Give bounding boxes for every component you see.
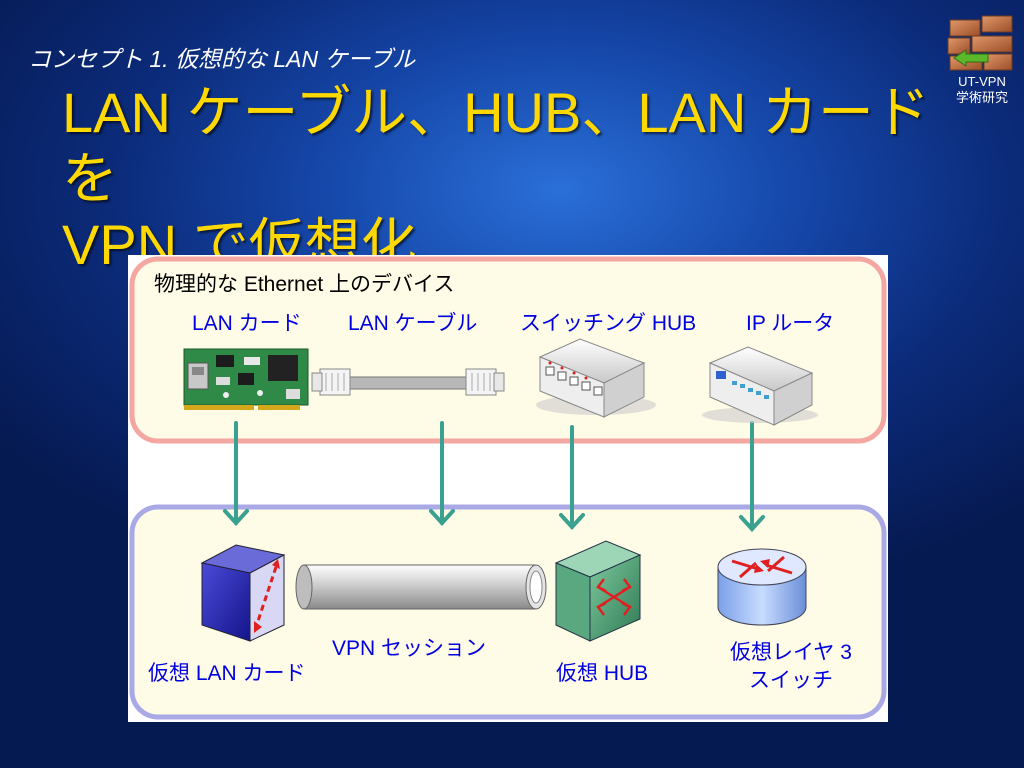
- slide-title-line1: LAN ケーブル、HUB、LAN カードを: [62, 81, 930, 210]
- physical-heading: 物理的な Ethernet 上のデバイス: [154, 273, 455, 296]
- lan-card-icon: [183, 348, 309, 410]
- diagram-panel: 物理的な Ethernet 上のデバイス LAN カード LAN ケーブル スイ…: [128, 255, 888, 722]
- slide-subtitle: コンセプト 1. 仮想的な LAN ケーブル: [28, 46, 416, 72]
- label-ip-router: IP ルータ: [746, 312, 835, 335]
- vpn-session-tube-icon: [295, 564, 547, 610]
- label-virtual-hub: 仮想 HUB: [556, 662, 649, 685]
- virtual-devices-box: [129, 504, 887, 720]
- slide-title: LAN ケーブル、HUB、LAN カードを VPN で仮想化: [62, 80, 942, 278]
- diagram-graphics: [129, 256, 887, 720]
- logo-text: UT-VPN 学術研究: [940, 74, 1024, 106]
- switching-hub-icon: [536, 338, 656, 418]
- logo-text-line2: 学術研究: [955, 90, 1008, 105]
- virtual-lan-card-icon: [200, 544, 286, 642]
- mapping-arrows: [223, 421, 765, 532]
- label-lan-card: LAN カード: [192, 312, 302, 335]
- label-virtual-lan-card: 仮想 LAN カード: [148, 662, 306, 685]
- label-virtual-l3-switch: 仮想レイヤ 3 スイッチ: [716, 639, 866, 695]
- virtual-hub-icon: [554, 540, 642, 642]
- label-virtual-l3-switch-line1: 仮想レイヤ 3: [730, 641, 852, 664]
- ut-vpn-logo-icon: [947, 15, 1013, 71]
- lan-cable-icon: [311, 368, 505, 396]
- label-virtual-l3-switch-line2: スイッチ: [749, 669, 833, 692]
- label-lan-cable: LAN ケーブル: [348, 312, 478, 335]
- logo-text-line1: UT-VPN: [958, 74, 1006, 89]
- virtual-l3-switch-icon: [717, 548, 807, 626]
- label-vpn-session: VPN セッション: [332, 637, 487, 660]
- label-switching-hub: スイッチング HUB: [520, 312, 697, 335]
- ip-router-icon: [702, 346, 818, 426]
